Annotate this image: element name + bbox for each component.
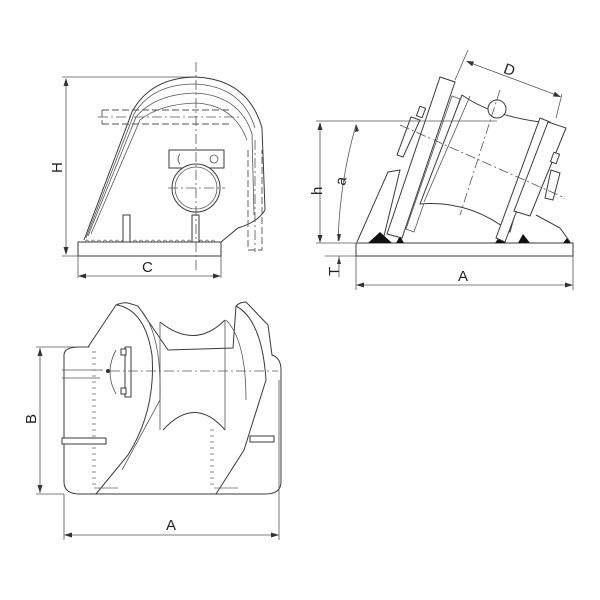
roller-edge [423,95,471,203]
weld-mark [518,234,530,243]
roller-profile [159,319,226,431]
left-flange-inner [405,95,461,233]
arrow-icon [64,532,72,538]
arrow-icon [565,282,573,288]
dimension-label-D: D [501,60,517,80]
bolt-plate [124,346,132,398]
arrow-icon [317,122,323,130]
arrow-icon [553,91,561,97]
weld-hatching [210,429,214,485]
left-bolt-plate [396,116,421,158]
arrow-icon [63,247,69,255]
weld-mark [368,232,392,243]
arrow-icon [37,485,43,493]
dimension-label-h: h [309,187,326,195]
grease-nipple [106,369,110,373]
dimension-label-H: H [49,162,66,173]
arrow-icon [317,235,323,243]
front-inclined-view: D h a T A [309,49,574,290]
bracket-hole [177,153,181,165]
dimension-extension-line [454,49,469,81]
arrow-icon [466,61,474,67]
dimension-label-C: C [142,259,153,276]
right-bolt-plate [544,169,561,201]
side-view: H C [49,62,266,279]
left-support [356,169,401,243]
arrow-icon [63,78,69,86]
top-view: B A [23,301,282,540]
arrow-icon [213,273,221,279]
bolt [120,348,127,356]
bolt-arc [109,349,117,395]
bolt [415,105,427,119]
dimension-line-D [467,61,560,97]
roller-edge [159,320,226,430]
roller-body [419,94,541,233]
right-flange [215,305,267,495]
right-flange [495,117,551,243]
arrow-icon [355,124,359,132]
post [122,214,131,243]
post [191,214,200,243]
arrow-icon [37,348,43,356]
side-body-inner [85,83,256,239]
dimension-extension-line [555,93,563,119]
arrow-icon [271,532,279,538]
arrow-icon [78,273,86,279]
rope-section [487,99,507,119]
bolt [120,387,127,395]
angle-arc-a [337,124,357,242]
right-flange-inner [225,319,247,401]
right-support [535,214,571,243]
weld-mark [396,236,404,243]
dimension-label-A: A [166,517,176,534]
left-flange [386,76,456,239]
arrow-icon [337,257,341,264]
left-flange [95,304,153,495]
dimension-label-B: B [23,414,40,424]
dimension-label-T: T [326,267,343,276]
dimension-label-A: A [458,268,468,285]
base-plate [355,242,574,257]
bracket-hole [209,154,219,164]
weld-hatching [92,351,96,485]
arrow-icon [337,234,341,242]
bolt [549,151,561,165]
shaft-stub [62,369,103,379]
post [61,437,107,445]
weld-mark [563,238,571,243]
centerline [459,89,501,216]
right-bearing [513,121,567,217]
base-plate [77,241,222,257]
centerline [399,124,566,199]
dimension-label-a: a [332,175,350,187]
arrow-icon [356,282,364,288]
post [249,435,275,443]
top-base-outline [63,301,282,495]
